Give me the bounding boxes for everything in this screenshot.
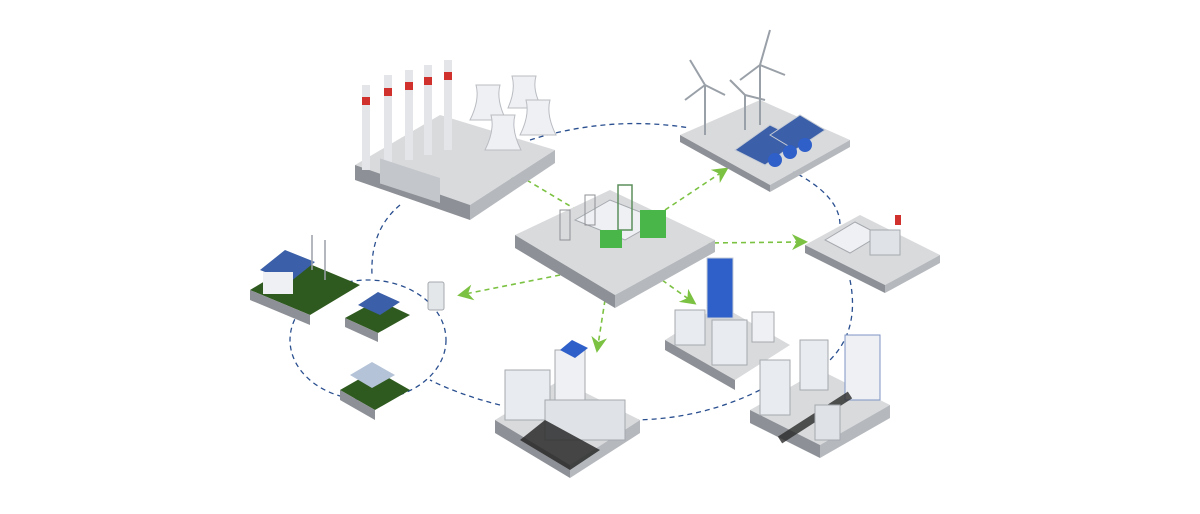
flow-to-commercial — [654, 274, 697, 305]
flow-to-wind — [664, 167, 729, 211]
solar-panel-icon — [734, 114, 826, 167]
city-block[interactable] — [750, 334, 890, 458]
chimney-icon — [362, 60, 452, 170]
link-plant-houses — [371, 204, 401, 276]
cooling-tower-icon — [469, 75, 557, 151]
link-city-office — [629, 389, 761, 421]
network-links — [289, 122, 854, 421]
house-icon — [350, 362, 395, 388]
cabinet-icon — [427, 281, 445, 311]
house-icon — [260, 235, 326, 294]
distribution-cabinet[interactable] — [427, 281, 445, 311]
commercial-district[interactable] — [665, 257, 790, 390]
flow-to-office — [591, 299, 608, 353]
city-icon — [759, 334, 881, 444]
substation[interactable] — [515, 184, 715, 308]
wind-solar-farm[interactable] — [680, 29, 850, 192]
wind-turbine-icon — [684, 29, 786, 135]
link-office-houses — [429, 379, 501, 406]
office-district[interactable] — [495, 340, 640, 478]
office-building-icon — [504, 340, 626, 470]
flow-to-cabinet — [457, 274, 561, 301]
industrial-facility[interactable] — [805, 215, 940, 293]
link-wind-industry — [789, 169, 841, 226]
thermal-power-plant[interactable] — [355, 60, 557, 220]
skyscraper-icon — [674, 257, 775, 366]
substation-icon — [559, 184, 666, 248]
flow-to-industry — [704, 234, 808, 251]
residential-houses[interactable] — [250, 235, 410, 420]
factory-icon — [823, 215, 901, 256]
link-industry-city — [829, 279, 854, 361]
house-icon — [358, 292, 400, 315]
